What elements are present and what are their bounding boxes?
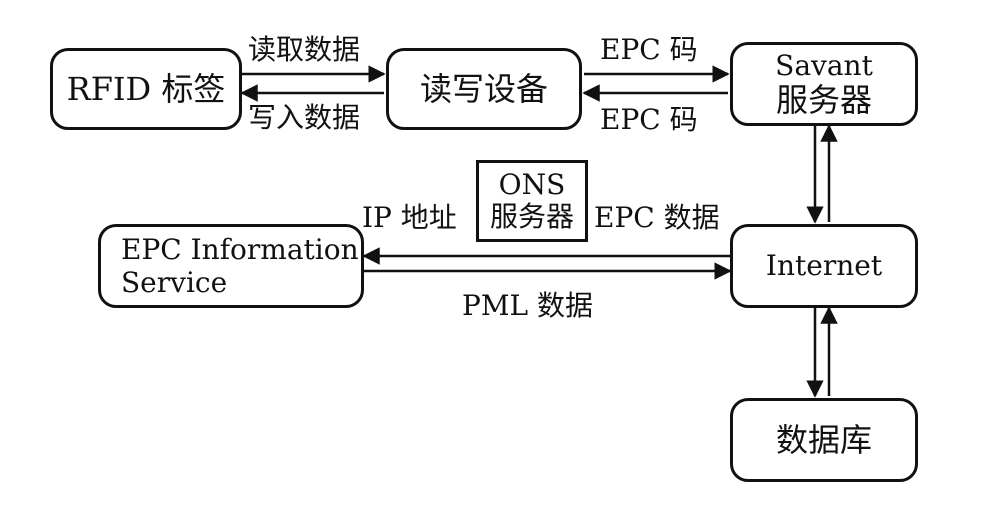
read-data-label: 读取数据 [248, 33, 361, 66]
internet-node: Internet [730, 224, 918, 308]
write-data-label: 写入数据 [248, 101, 361, 134]
savant-label-line1: Savant [775, 48, 873, 82]
ons-label-line1: ONS [498, 167, 566, 201]
epc-code-top-label: EPC 码 [600, 33, 698, 66]
epc-info-label-line2: Service [121, 266, 228, 299]
epc-information-service-node: EPC Information Service [98, 224, 364, 308]
internet-label: Internet [765, 249, 883, 283]
reader-node: 读写设备 [386, 48, 582, 130]
rfid-tag-node: RFID 标签 [50, 48, 242, 130]
reader-label: 读写设备 [419, 69, 548, 108]
rfid-tag-label: RFID 标签 [66, 69, 226, 108]
epc-data-label: EPC 数据 [594, 201, 720, 234]
database-label: 数据库 [775, 420, 872, 459]
ons-label-line2: 服务器 [489, 200, 574, 233]
epc-code-bottom-label: EPC 码 [600, 103, 698, 136]
ip-address-label: IP 地址 [362, 201, 457, 234]
pml-data-label: PML 数据 [462, 289, 594, 322]
ons-server-node: ONS 服务器 [476, 160, 593, 247]
savant-server-node: Savant 服务器 [730, 42, 918, 126]
epc-info-label-line1: EPC Information [121, 232, 359, 266]
savant-label-line2: 服务器 [775, 80, 872, 119]
database-node: 数据库 [730, 398, 918, 482]
